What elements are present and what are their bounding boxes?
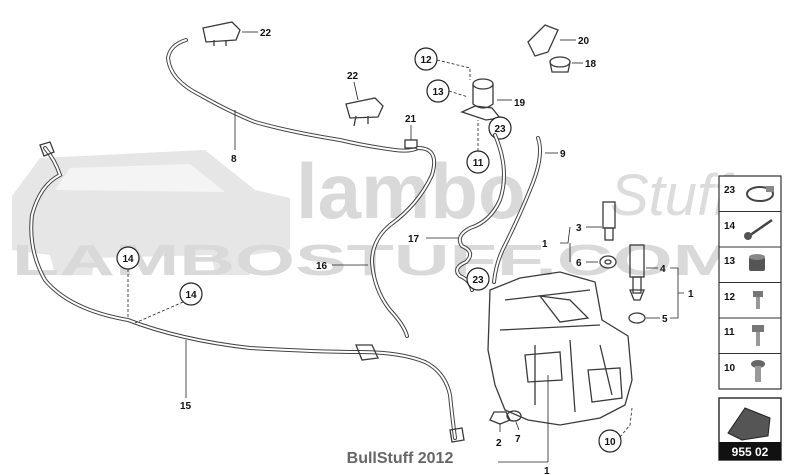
- page-code-badge: 955 02: [718, 397, 782, 461]
- callout-1-upper: 1: [542, 239, 548, 250]
- part-22-middle-nozzle: [345, 97, 384, 127]
- svg-text:11: 11: [473, 158, 484, 169]
- callout-5: 5: [662, 314, 668, 325]
- part-19-pump: [460, 78, 512, 121]
- callout-21: 21: [405, 114, 417, 125]
- flange-bolt-icon: [751, 360, 765, 382]
- part-22-upper-nozzle: [202, 21, 258, 46]
- hose-clamp-icon: [746, 186, 774, 202]
- hose-16: [369, 146, 437, 338]
- hose-9: [492, 136, 558, 284]
- hose-17-coiled: [426, 133, 506, 292]
- callout-11: 11: [466, 120, 490, 174]
- callout-15: 15: [180, 401, 192, 412]
- callout-1-right: 1: [688, 289, 694, 300]
- washer-fluid-reservoir: [487, 271, 633, 426]
- callout-1-lower: 1: [544, 466, 550, 475]
- hose-15: [29, 141, 465, 443]
- callout-4: 4: [660, 264, 666, 275]
- bolt-icon: [752, 325, 764, 346]
- callout-9: 9: [560, 149, 566, 160]
- hose-8: [165, 38, 420, 153]
- callout-14-left: 14: [116, 246, 140, 318]
- hardware-legend: 23 14 13 12 11 10: [718, 175, 782, 390]
- callout-22-mid: 22: [347, 71, 359, 82]
- part-5-grommet: [628, 312, 660, 324]
- svg-text:14: 14: [185, 290, 197, 301]
- callout-10: 10: [598, 407, 633, 453]
- watermark-logo-script: Stuff: [610, 163, 735, 228]
- svg-text:10: 10: [604, 437, 616, 448]
- callout-19: 19: [514, 98, 526, 109]
- legend-item-14: 14: [724, 221, 736, 232]
- callout-6: 6: [576, 258, 582, 269]
- callout-20: 20: [578, 36, 590, 47]
- svg-text:13: 13: [432, 87, 444, 98]
- callout-8: 8: [231, 154, 237, 165]
- legend-item-13: 13: [724, 256, 736, 267]
- bracket-1-lower: [498, 375, 549, 463]
- callout-2: 2: [496, 438, 502, 449]
- svg-text:23: 23: [494, 124, 506, 135]
- callout-16: 16: [316, 261, 328, 272]
- callout-18: 18: [585, 59, 597, 70]
- part-18-grommet: [549, 56, 583, 73]
- legend-item-10: 10: [724, 363, 736, 374]
- rubber-cap-icon: [749, 254, 765, 271]
- part-20-cap: [527, 24, 576, 57]
- screw-icon: [753, 291, 763, 309]
- part-4-washer-pump: [629, 244, 658, 301]
- bracket-1-right: [670, 267, 684, 319]
- bracket-1-upper: [560, 226, 571, 262]
- callout-14-center: 14: [134, 282, 203, 324]
- svg-text:14: 14: [122, 254, 134, 265]
- legend-item-11: 11: [724, 327, 735, 338]
- tie-clip-icon: [744, 218, 773, 240]
- callout-3: 3: [576, 223, 582, 234]
- callout-12: 12: [414, 47, 471, 80]
- svg-text:12: 12: [420, 55, 432, 66]
- legend-item-23: 23: [724, 185, 736, 196]
- callout-23-lower: 23: [466, 267, 490, 291]
- callout-13: 13: [426, 79, 469, 103]
- footer-credit: BullStuff 2012: [346, 450, 454, 467]
- callout-22-top: 22: [260, 28, 272, 39]
- callout-23-upper: 23: [488, 116, 512, 140]
- part-7-washer: [506, 410, 522, 431]
- part-3-level-sensor: [586, 201, 616, 241]
- page-code: 955 02: [732, 445, 769, 459]
- part-2-bolt: [489, 411, 511, 432]
- callout-7: 7: [515, 434, 521, 445]
- part-6-seal: [586, 255, 617, 269]
- watermark-logo-main: lambo: [296, 147, 526, 235]
- callout-17: 17: [408, 234, 420, 245]
- svg-text:23: 23: [472, 275, 484, 286]
- car-outline-icon: [727, 407, 771, 441]
- legend-item-12: 12: [724, 292, 736, 303]
